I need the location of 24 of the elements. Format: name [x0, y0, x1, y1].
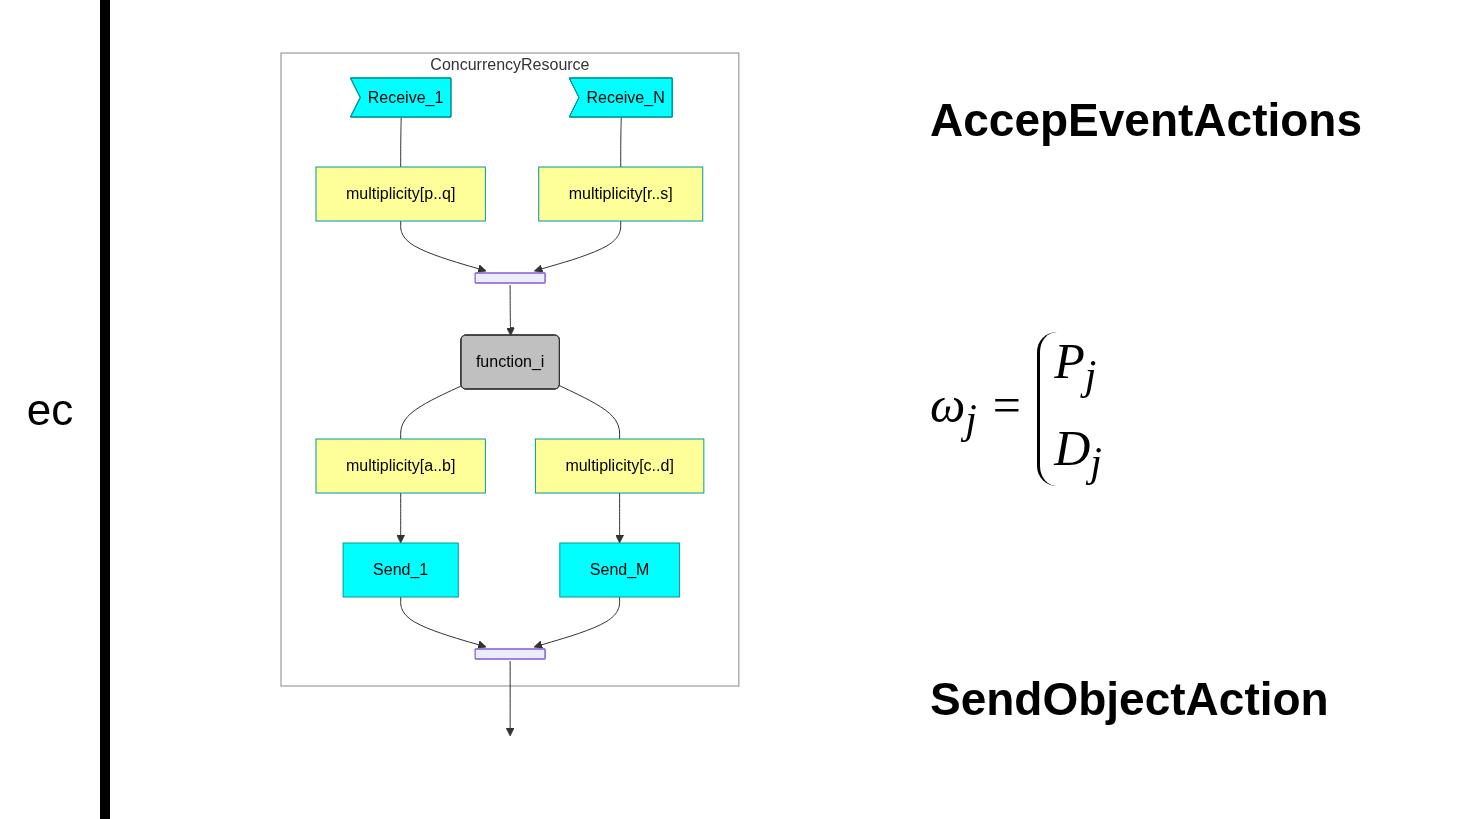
node-box: multiplicity[r..s]: [538, 166, 704, 222]
arrow: [396, 492, 406, 544]
heading-text: AccepEventActions: [930, 92, 1363, 147]
arrow: [533, 596, 621, 649]
arrow: [534, 220, 622, 273]
formula-text: ω$_{j}$ =: [930, 376, 1024, 443]
node-box: multiplicity[a..b]: [315, 438, 486, 494]
connector: [559, 385, 621, 440]
arrow: [615, 492, 625, 544]
heading-text: SendObjectAction: [930, 672, 1330, 727]
arrow: [400, 596, 487, 649]
node-box: Send_1: [342, 542, 459, 598]
node-box: multiplicity[c..d]: [534, 438, 705, 494]
arrow: [505, 660, 515, 737]
connector: [400, 385, 463, 440]
formula-text: P$_{j}$: [1054, 332, 1098, 400]
node-box: Send_M: [559, 542, 680, 598]
node-box: multiplicity[p..q]: [315, 166, 486, 222]
connector: [400, 117, 402, 168]
arrow: [400, 220, 487, 273]
connector: [620, 117, 622, 168]
lane-label: ec: [26, 384, 74, 435]
arrow: [506, 284, 515, 336]
formula-text: D$_{j}$: [1054, 419, 1102, 487]
